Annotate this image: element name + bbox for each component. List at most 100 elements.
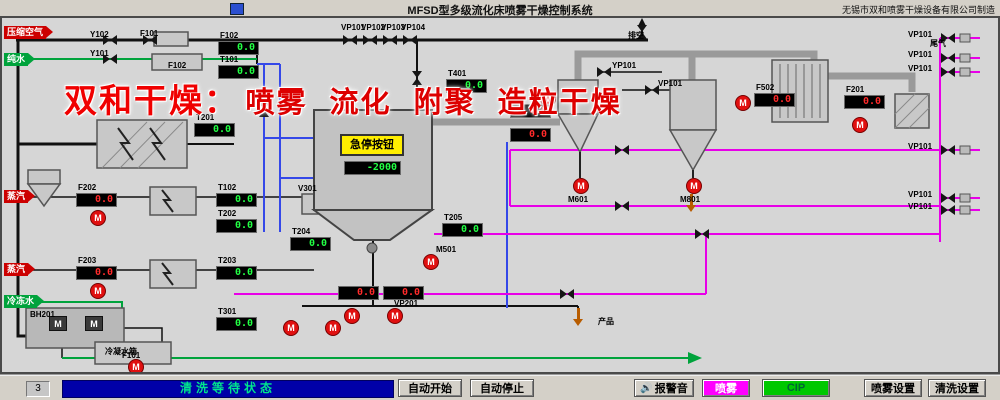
toolbar-button[interactable]: 喷雾 [702, 379, 750, 397]
tag-text: VP101 [908, 190, 933, 199]
inlet-label: 蒸汽 [7, 191, 26, 201]
motor-letter: M [329, 323, 337, 333]
tag-label: YP101 [612, 62, 636, 70]
value-display: F203 0.0 [76, 257, 117, 280]
toolbar-button[interactable]: 自动开始 [398, 379, 462, 397]
motor-letter: M [544, 94, 552, 104]
tag-label: F102 [168, 62, 186, 70]
display-tag: T401 [448, 69, 467, 78]
display-value: 0.0 [216, 317, 257, 331]
tag-text: M501 [436, 245, 457, 254]
tag-text: Y101 [90, 49, 109, 58]
toolbar-button[interactable]: 自动停止 [470, 379, 534, 397]
display-value: -2000 [344, 161, 401, 175]
toolbar-button[interactable]: 清洗设置 [928, 379, 986, 397]
value-display: -2000 [344, 161, 401, 175]
tag-label: VP102 [361, 24, 385, 32]
display-tag: T101 [220, 55, 239, 64]
title-bar: MFSD型多级流化床喷雾干燥控制系统 无锡市双和喷雾干燥设备有限公司制造 [0, 0, 1000, 17]
toolbar-button[interactable]: CIP [762, 379, 830, 397]
inlet-flag: 蒸汽 [4, 190, 36, 203]
tag-label: VP103 [381, 24, 405, 32]
product-arrow-icon [573, 308, 583, 326]
value-display: F202 0.0 [76, 184, 117, 207]
value-display: T203 0.0 [216, 257, 257, 280]
tag-text: 产品 [598, 317, 614, 326]
tag-label: VP101 [341, 24, 365, 32]
tag-label: VP101 [658, 80, 682, 88]
display-value: 0.0 [754, 93, 795, 107]
display-value: 0.0 [383, 286, 424, 300]
app-icon [230, 3, 244, 15]
motor-icon: M [735, 95, 751, 111]
mixer-letter: M [54, 318, 62, 329]
tag-text: VP101 [908, 30, 933, 39]
display-tag: F203 [78, 256, 97, 265]
watermark: 双和干燥： 喷雾 流化 附聚 造粒干燥 [64, 74, 622, 122]
tag-label: M601 [568, 196, 588, 204]
manufacturer-label: 无锡市双和喷雾干燥设备有限公司制造 [841, 5, 995, 15]
tag-label: M801 [680, 196, 700, 204]
display-value: 0.0 [216, 219, 257, 233]
display-value: 0.0 [442, 223, 483, 237]
mixer-icon: M [85, 316, 103, 331]
motor-letter: M [132, 362, 140, 372]
display-value: 0.0 [194, 123, 235, 137]
value-display: T205 0.0 [442, 214, 483, 237]
toolbar-button-label: 自动停止 [480, 383, 524, 395]
tag-label: 尾气 [930, 40, 946, 48]
toolbar-button[interactable]: 🔊 报警音 [634, 379, 694, 397]
motor-letter: M [427, 257, 435, 267]
display-value: 0.0 [510, 128, 551, 142]
tag-text: F102 [168, 61, 187, 70]
valves [2, 18, 998, 372]
display-tag: T203 [218, 256, 237, 265]
value-display: T102 0.0 [216, 184, 257, 207]
tag-label: VP104 [401, 24, 425, 32]
inlet-flag: 压缩空气 [4, 26, 54, 39]
display-value: 0.0 [510, 104, 551, 118]
toolbar-button-label: 自动开始 [408, 383, 452, 395]
tag-label: Y101 [90, 50, 109, 58]
motor-icon: M [283, 320, 299, 336]
tag-label: VP101 [908, 143, 932, 151]
display-tag: T301 [218, 307, 237, 316]
motor-letter: M [94, 213, 102, 223]
product-arrow-icon [686, 194, 696, 212]
value-display: T204 0.0 [290, 228, 331, 251]
value-display: F102 0.0 [218, 32, 259, 55]
motor-icon: M [852, 117, 868, 133]
tag-text: 排空 [628, 31, 644, 40]
toolbar-button-label: 喷雾 [715, 383, 737, 395]
toolbar-button-label: 报警音 [654, 383, 688, 395]
tag-label: F101 [122, 352, 140, 360]
display-value: 0.0 [216, 266, 257, 280]
toolbar-button[interactable]: 喷雾设置 [864, 379, 922, 397]
watermark-prefix: 双和干燥： [64, 82, 239, 119]
value-display: 0.0 [383, 286, 424, 300]
tag-text: BH201 [30, 310, 55, 319]
motor-letter: M [577, 181, 585, 191]
tag-text: YP101 [612, 61, 637, 70]
motor-letter: M [287, 323, 295, 333]
tag-text: F101 [122, 351, 141, 360]
toolbar-button-label: CIP [786, 382, 806, 394]
display-tag: F502 [756, 83, 775, 92]
tag-text: VP104 [401, 23, 426, 32]
motor-icon: M [686, 178, 702, 194]
motor-letter: M [348, 311, 356, 321]
tag-label: VP101 [908, 31, 932, 39]
motor-letter: M [690, 181, 698, 191]
window-title: MFSD型多级流化床喷雾干燥控制系统 [407, 5, 593, 17]
inlet-label: 冷冻水 [7, 296, 35, 306]
display-value: 0.0 [844, 95, 885, 109]
tag-text: 尾气 [930, 39, 946, 48]
tag-label: Y102 [90, 31, 109, 39]
emergency-stop-button[interactable]: 急停按钮 [340, 134, 404, 156]
tag-text: Y102 [90, 30, 109, 39]
inlet-label: 压缩空气 [7, 27, 44, 37]
display-value: 0.0 [218, 65, 259, 79]
status-bar: 清洗等待状态 [62, 380, 394, 398]
